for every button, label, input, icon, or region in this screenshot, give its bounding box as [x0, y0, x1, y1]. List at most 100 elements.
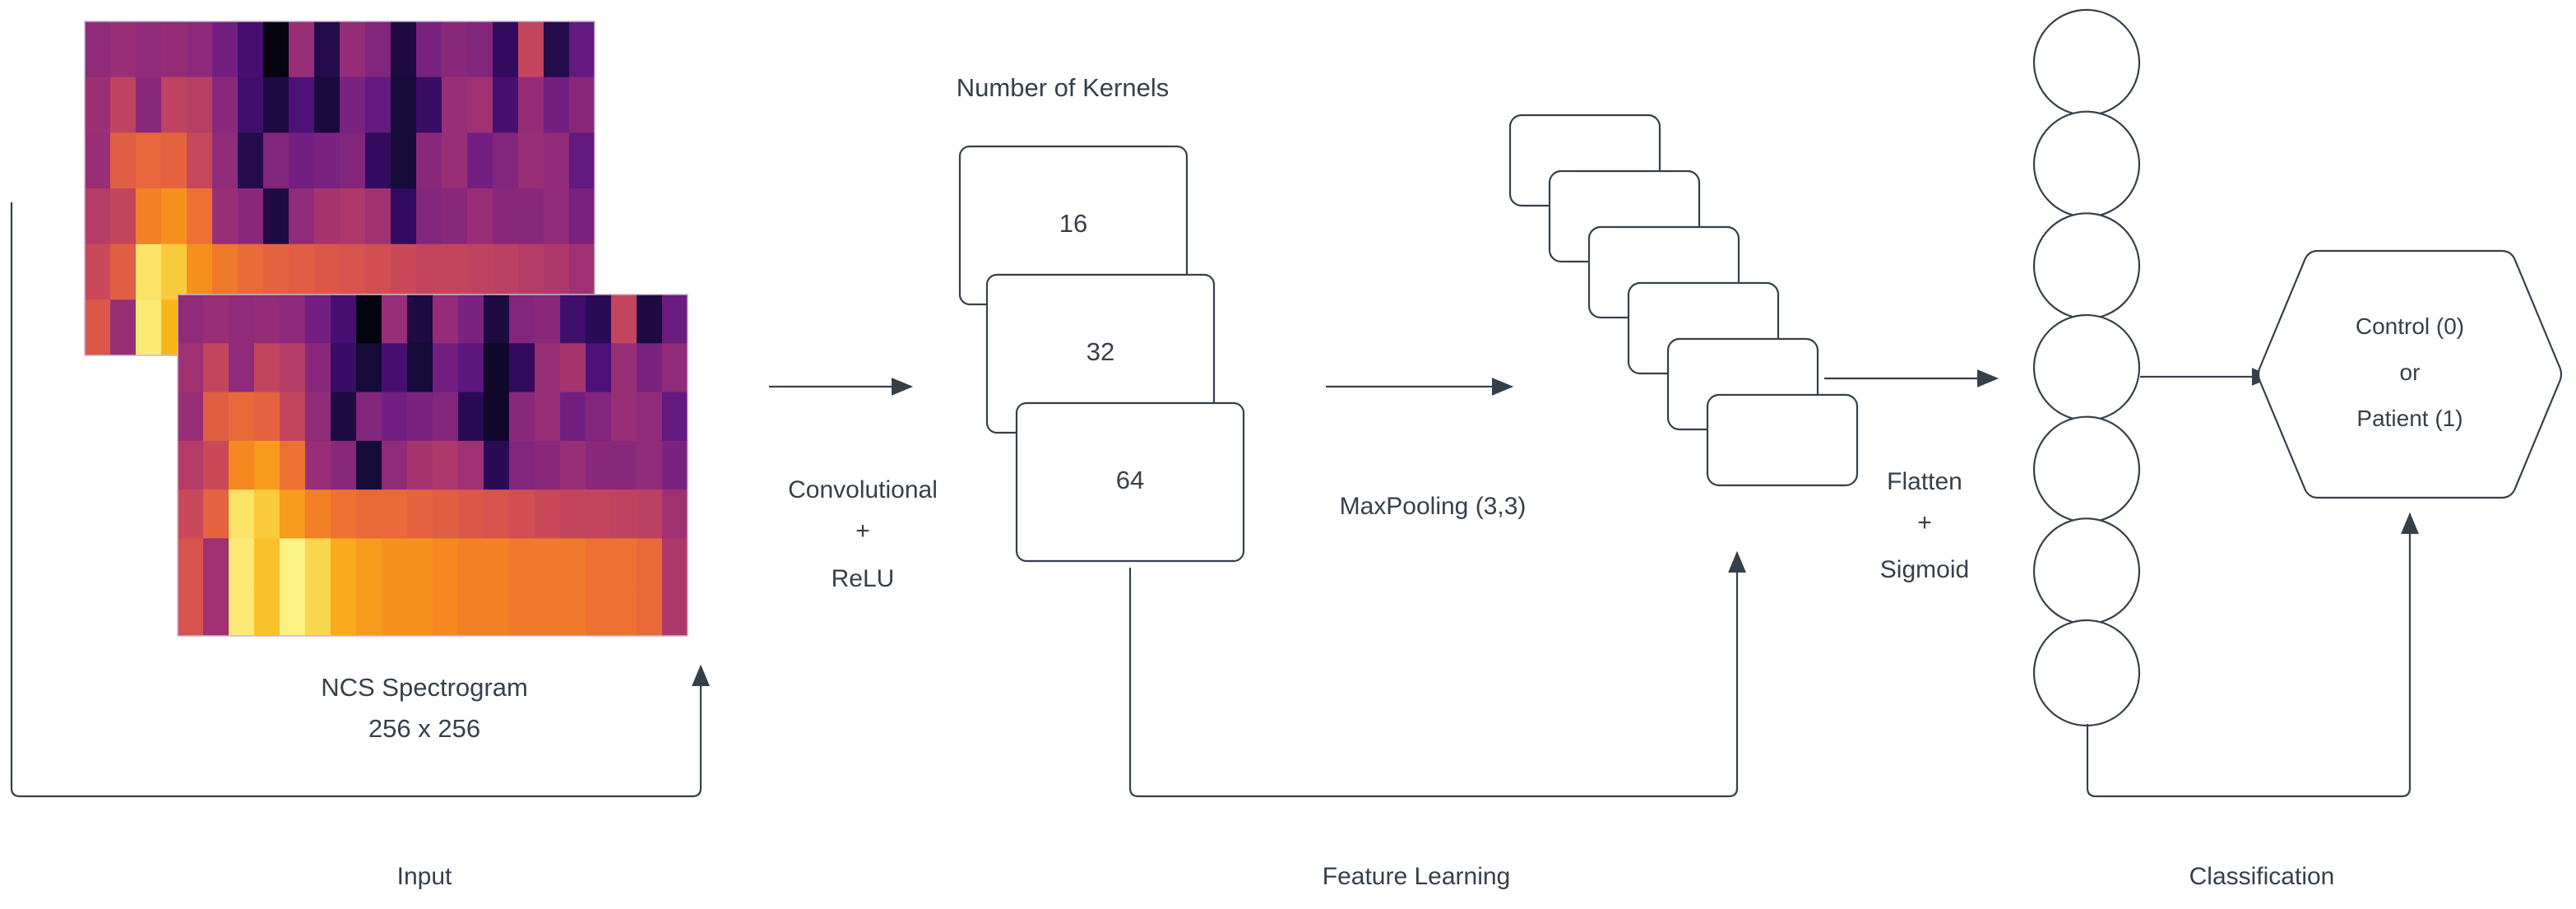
spectrogram-cell [238, 188, 264, 245]
spectrogram-cell [586, 489, 612, 540]
spectrogram-cell [391, 188, 417, 245]
spectrogram-cell [560, 489, 586, 540]
spectrogram-cell [254, 538, 280, 588]
spectrogram-cell [365, 243, 391, 300]
spectrogram-cell [85, 21, 111, 78]
spectrogram-cell [331, 294, 357, 344]
kernel-box-64-rect[interactable] [1015, 401, 1245, 563]
dense-node[interactable] [2032, 415, 2141, 523]
dense-node[interactable] [2032, 517, 2141, 625]
dense-layer [2032, 8, 2141, 727]
spectrogram-cell [356, 538, 382, 588]
spectrogram-cell [391, 243, 417, 300]
spectrogram-cell [535, 587, 561, 636]
spectrogram-cell [161, 132, 188, 189]
dense-node[interactable] [2032, 619, 2141, 727]
spectrogram-cell [544, 188, 570, 245]
spectrogram-cell [340, 21, 366, 78]
spectrogram-cell [110, 21, 137, 78]
spectrogram-cell [254, 489, 280, 540]
spectrogram-cell [433, 392, 459, 442]
spectrogram-cell [442, 243, 468, 300]
spectrogram-cell [238, 243, 264, 300]
spectrogram-cell [178, 489, 204, 540]
spectrogram-cell [458, 440, 484, 490]
spectrogram-cell [382, 538, 408, 588]
spectrogram-cell [356, 343, 382, 393]
section-label-input: Input [397, 863, 452, 890]
spectrogram-cell [493, 243, 519, 300]
spectrogram-cell [178, 343, 204, 393]
spectrogram-cell [569, 243, 595, 300]
spectrogram-cell [433, 440, 459, 490]
spectrogram-cell [340, 188, 366, 245]
spectrogram-cell [560, 392, 586, 442]
spectrogram-cell [407, 294, 433, 344]
spectrogram-cell [509, 294, 535, 344]
spectrogram-cell [238, 132, 264, 189]
spectrogram-cell [467, 132, 493, 189]
spectrogram-cell [611, 538, 637, 588]
spectrogram-cell [484, 440, 510, 490]
spectrogram-cell [637, 489, 663, 540]
spectrogram-cell [187, 132, 213, 189]
output-line1: Control (0) [2356, 313, 2464, 339]
spectrogram-cell [586, 440, 612, 490]
spectrogram-cell [611, 440, 637, 490]
spectrogram-cell [305, 392, 331, 442]
dense-node[interactable] [2032, 110, 2141, 218]
conv-step-line2: + [855, 517, 870, 545]
kernel-box-64[interactable]: 64 [1015, 401, 1245, 563]
spectrogram-cell [331, 587, 357, 636]
spectrogram-cell [560, 294, 586, 344]
dense-node[interactable] [2032, 8, 2141, 117]
spectrogram-cell [611, 294, 637, 344]
spectrogram-cell [254, 587, 280, 636]
spectrogram-cell [391, 21, 417, 78]
output-node[interactable]: Control (0) or Patient (1) [2257, 249, 2563, 499]
output-hexagon[interactable] [2257, 249, 2563, 499]
spectrogram-cell [509, 343, 535, 393]
spectrogram-cell [458, 538, 484, 588]
spectrogram-cell [493, 188, 519, 245]
pool-stack [1508, 114, 1859, 487]
spectrogram-cell [662, 294, 688, 344]
spectrogram-cell [136, 243, 162, 300]
spectrogram-cell [161, 243, 188, 300]
spectrogram-cell [331, 392, 357, 442]
spectrogram-cell [484, 294, 510, 344]
spectrogram-cell [356, 489, 382, 540]
spectrogram-cell [136, 299, 162, 355]
spectrogram-cell [229, 538, 255, 588]
spectrogram-cell [637, 587, 663, 636]
spectrogram-front [177, 294, 688, 637]
spectrogram-cell [560, 538, 586, 588]
spectrogram-cell [203, 392, 229, 442]
spectrogram-cell [203, 440, 229, 490]
spectrogram-cell [493, 132, 519, 189]
spectrogram-cell [560, 587, 586, 636]
spectrogram-cell [407, 538, 433, 588]
spectrogram-cell [569, 21, 595, 78]
spectrogram-cell [416, 132, 442, 189]
spectrogram-cell [187, 188, 213, 245]
pool-box[interactable] [1706, 393, 1859, 487]
spectrogram-cell [416, 21, 442, 78]
dense-node[interactable] [2032, 212, 2141, 320]
spectrogram-cell [263, 77, 290, 133]
spectrogram-cell [314, 188, 341, 245]
spectrogram-cell [433, 294, 459, 344]
spectrogram-cell [229, 392, 255, 442]
spectrogram-cell [433, 489, 459, 540]
spectrogram-cell [662, 489, 688, 540]
spectrogram-cell [263, 21, 290, 78]
spectrogram-cell [178, 587, 204, 636]
dense-node[interactable] [2032, 313, 2141, 422]
input-group-bracket [10, 202, 710, 798]
spectrogram-cell [85, 243, 111, 300]
spectrogram-cell [229, 343, 255, 393]
spectrogram-back [84, 21, 595, 356]
spectrogram-cell [305, 343, 331, 393]
spectrogram-cell [458, 489, 484, 540]
spectrogram-cell [484, 587, 510, 636]
